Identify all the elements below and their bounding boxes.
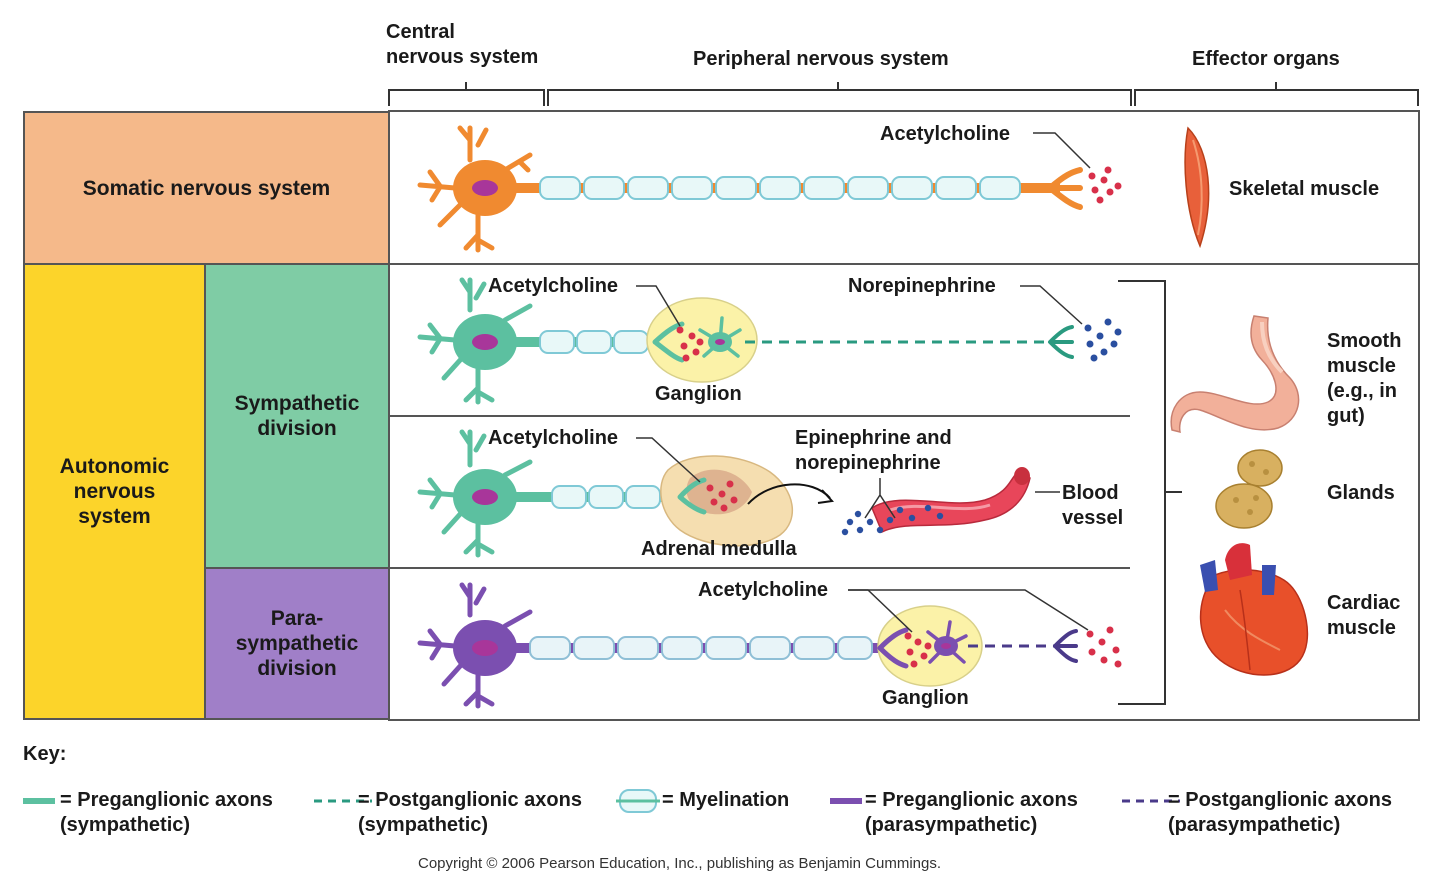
label-cardiac-muscle: Cardiac muscle xyxy=(1327,592,1401,639)
label-ganglion-para: Ganglion xyxy=(882,687,969,709)
heart-illustration xyxy=(1199,543,1309,676)
somatic-label: Somatic nervous system xyxy=(82,176,331,200)
header-effector: Effector organs xyxy=(1192,48,1340,70)
sympathetic-preganglionic-neuron xyxy=(417,277,680,405)
stomach-illustration xyxy=(1170,315,1300,434)
header-pns: Peripheral nervous system xyxy=(693,48,949,70)
label-ach-symp1: Acetylcholine xyxy=(488,275,619,297)
somatic-cell: Somatic nervous system xyxy=(23,111,390,265)
sympathetic-adrenal-neuron xyxy=(417,429,685,558)
label-adrenal: Adrenal medulla xyxy=(641,538,797,560)
label-norepinephrine: Norepinephrine xyxy=(848,275,996,297)
somatic-neuron xyxy=(417,125,1122,253)
parasympathetic-preganglionic-neuron xyxy=(417,582,880,709)
key-item-pre-symp: = Preganglionic axons (sympathetic) xyxy=(60,789,273,836)
parasympathetic-cell: Para- sympathetic division xyxy=(204,567,390,720)
label-blood-vessel: Blood vessel xyxy=(1062,482,1124,529)
copyright: Copyright © 2006 Pearson Education, Inc.… xyxy=(418,855,942,872)
effector-bracket xyxy=(1118,280,1182,705)
label-ganglion-symp: Ganglion xyxy=(655,383,742,405)
label-epi-norepi: Epinephrine and norepinephrine xyxy=(795,427,952,474)
key-swatches xyxy=(23,789,1180,813)
sympathetic-label: Sympathetic division xyxy=(234,392,360,440)
key-title: Key: xyxy=(23,743,67,765)
label-ach-somatic: Acetylcholine xyxy=(880,123,1011,145)
label-skeletal-muscle: Skeletal muscle xyxy=(1229,178,1380,200)
header-brackets xyxy=(388,82,1419,106)
autonomic-cell: Autonomic nervous system xyxy=(23,263,206,720)
label-glands: Glands xyxy=(1327,482,1395,504)
key-item-post-symp: = Postganglionic axons (sympathetic) xyxy=(358,789,582,836)
label-smooth-muscle: Smooth muscle (e.g., in gut) xyxy=(1327,330,1402,427)
key-item-myelination: = Myelination xyxy=(662,789,790,811)
sympathetic-cell: Sympathetic division xyxy=(204,263,390,569)
autonomic-label: Autonomic nervous system xyxy=(59,455,170,528)
key-item-pre-para: = Preganglionic axons (parasympathetic) xyxy=(865,789,1078,836)
label-ach-symp2: Acetylcholine xyxy=(488,427,619,449)
header-cns: Central nervous system xyxy=(386,21,539,68)
key-item-post-para: = Postganglionic axons (parasympathetic) xyxy=(1168,789,1392,836)
parasympathetic-label: Para- sympathetic division xyxy=(235,607,359,680)
skeletal-muscle-illustration xyxy=(1184,126,1210,249)
label-ach-para: Acetylcholine xyxy=(698,579,829,601)
glands-illustration xyxy=(1215,449,1283,529)
